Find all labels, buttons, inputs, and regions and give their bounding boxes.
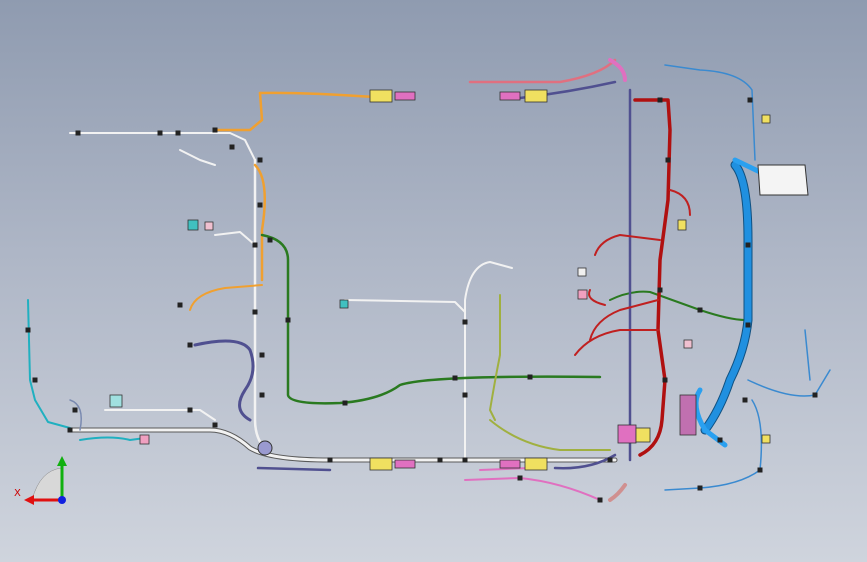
red-branch [468,58,691,457]
harness-clip [259,352,265,358]
harness-clip [697,485,703,491]
harness-clip [757,467,763,473]
harness-clip [747,97,753,103]
harness-clip [745,242,751,248]
harness-clip [212,127,218,133]
harness-clip [742,397,748,403]
harness-clip [72,407,78,413]
harness-clip [257,202,263,208]
harness-clip [252,242,258,248]
harness-clip [462,392,468,398]
x-axis-label: X [14,488,21,499]
harness-clip [452,375,458,381]
harness-clip [229,144,235,150]
harness-clip [267,237,273,243]
orange-branch [189,91,377,311]
harness-clip [32,377,38,383]
harness-clip [665,157,671,163]
pink-branch [464,58,627,502]
harness-clip [187,342,193,348]
harness-clip [662,377,668,383]
harness-clip [607,457,613,463]
harness-clip [697,307,703,313]
harness-clip [177,302,183,308]
harness-clip [175,130,181,136]
harness-clip [342,400,348,406]
harness-clip [527,374,533,380]
harness-clips [25,97,818,503]
harness-clip [812,392,818,398]
harness-clip [252,309,258,315]
harness-clip [657,97,663,103]
harness-clip [462,319,468,325]
purple-branch [193,80,632,472]
harness-clip [259,392,265,398]
harness-clip [75,130,81,136]
harness-clip [462,457,468,463]
harness-clip [517,475,523,481]
harness-clip [257,157,263,163]
harness-clip [157,130,163,136]
olive-branch [489,294,611,451]
axis-triad: X [14,456,67,505]
cyan-branch [27,299,146,441]
main-trunk [67,132,618,463]
harness-clip [745,322,751,328]
connectors [109,89,809,471]
harness-clip [67,427,73,433]
harness-clip [437,457,443,463]
harness-clip [187,407,193,413]
harness-clip [657,287,663,293]
harness-clip [25,327,31,333]
harness-clip [285,317,291,323]
harness-clip [212,422,218,428]
harness-clip [717,437,723,443]
harness-clip [327,457,333,463]
harness-clip [597,497,603,503]
green-branch [260,233,746,405]
